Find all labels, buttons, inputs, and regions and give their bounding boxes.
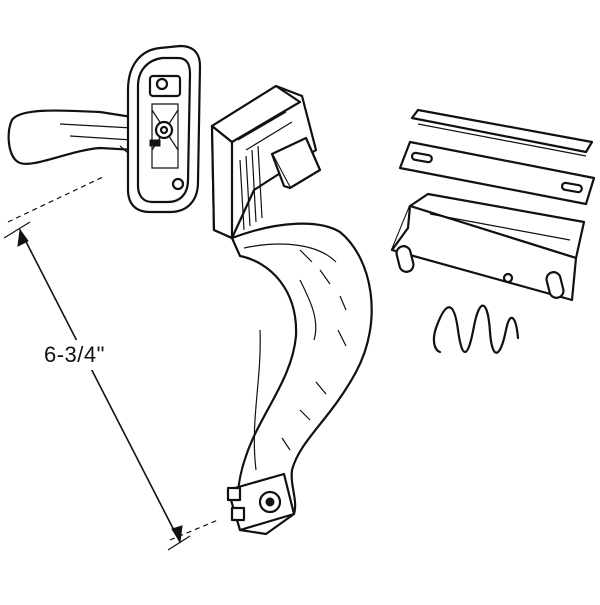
strike-plate-icon [390,108,596,302]
dimension-label: 6-3/4" [40,340,109,370]
spring-icon [432,304,520,354]
pull-handle-icon [210,84,373,536]
latch-handle-icon [7,44,202,214]
dimension-indicator [3,175,219,551]
